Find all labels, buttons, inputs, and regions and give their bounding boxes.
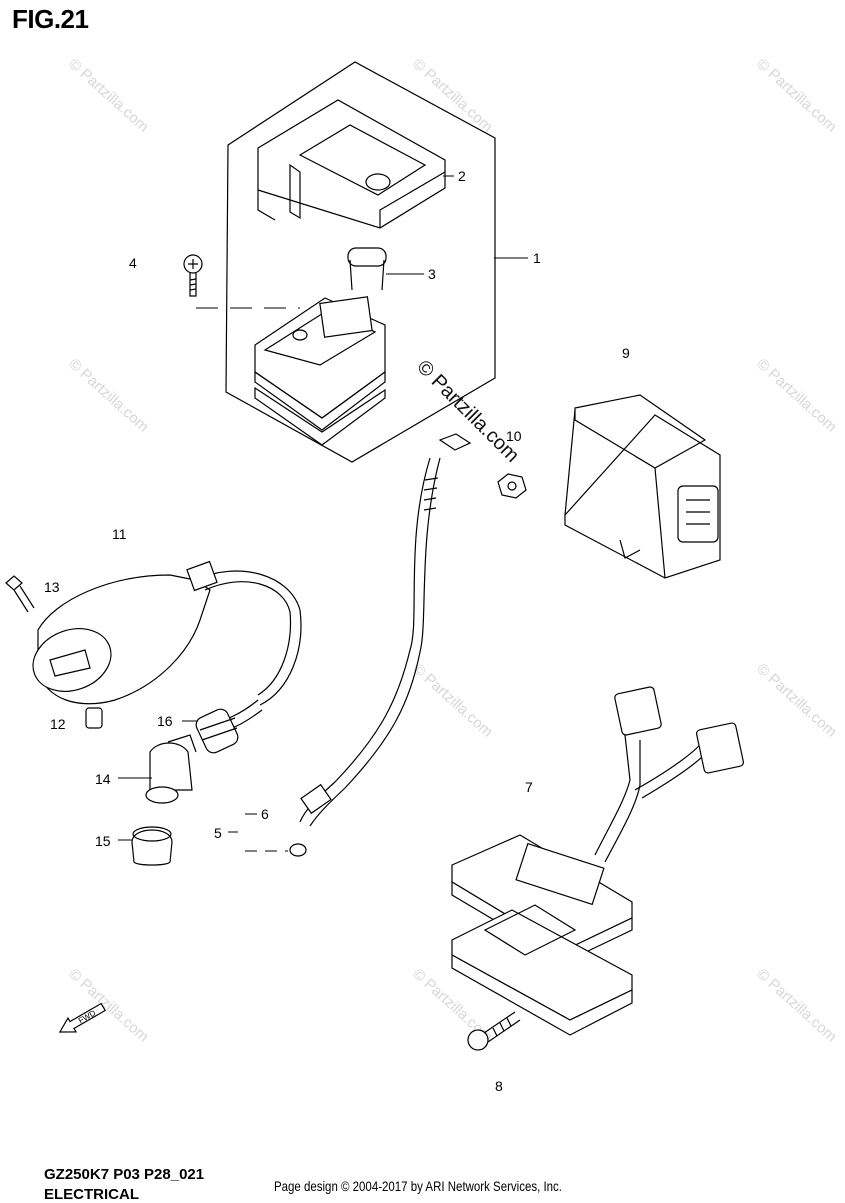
- copyright-text: Page design © 2004-2017 by ARI Network S…: [274, 1178, 562, 1194]
- callout-15: 15: [95, 833, 111, 849]
- spark-plug-cap: [131, 708, 239, 866]
- callout-14: 14: [95, 771, 111, 787]
- callout-8: 8: [495, 1078, 503, 1094]
- callout-12: 12: [50, 716, 66, 732]
- battery-mount-assembly: [183, 61, 496, 463]
- callout-7: 7: [525, 779, 533, 795]
- watermark-tile: © Partzilla.com: [65, 55, 151, 135]
- figure-title: FIG.21: [12, 4, 89, 34]
- watermark-tile: © Partzilla.com: [409, 660, 495, 740]
- ground-lead-wire: [289, 433, 472, 857]
- callout-1: 1: [533, 250, 541, 266]
- leader-lines: [118, 175, 528, 852]
- model-code: GZ250K7 P03 P28_021: [44, 1166, 205, 1183]
- callout-3: 3: [428, 266, 436, 282]
- callout-16: 16: [157, 713, 173, 729]
- watermark-center: © Partzilla.com: [412, 356, 523, 467]
- callout-11: 11: [112, 526, 127, 542]
- watermark-tile: © Partzilla.com: [65, 355, 151, 435]
- category-label: ELECTRICAL: [44, 1186, 139, 1203]
- watermark-tile: © Partzilla.com: [753, 55, 839, 135]
- callout-labels: 1 2 3 4 5 6 7 8 9 10 11 12 13 14 15 16: [44, 168, 630, 1094]
- callout-4: 4: [129, 255, 137, 271]
- callout-2: 2: [458, 168, 466, 184]
- watermark-tile: © Partzilla.com: [753, 355, 839, 435]
- callout-5: 5: [214, 825, 222, 841]
- callout-9: 9: [622, 345, 630, 361]
- fwd-arrow-icon: FWD: [58, 1002, 106, 1033]
- ignition-coil: [5, 560, 302, 735]
- callout-10: 10: [506, 428, 522, 444]
- watermark-tile: © Partzilla.com: [753, 660, 839, 740]
- watermark-tile: © Partzilla.com: [753, 965, 839, 1045]
- watermark-tile: © Partzilla.com: [65, 965, 151, 1045]
- watermark-tiles: © Partzilla.com © Partzilla.com © Partzi…: [65, 55, 839, 1045]
- watermark-tile: © Partzilla.com: [409, 55, 495, 135]
- callout-13: 13: [44, 579, 60, 595]
- regulator-rectifier: [451, 686, 744, 1051]
- callout-6: 6: [261, 806, 269, 822]
- cdi-unit: [497, 394, 721, 579]
